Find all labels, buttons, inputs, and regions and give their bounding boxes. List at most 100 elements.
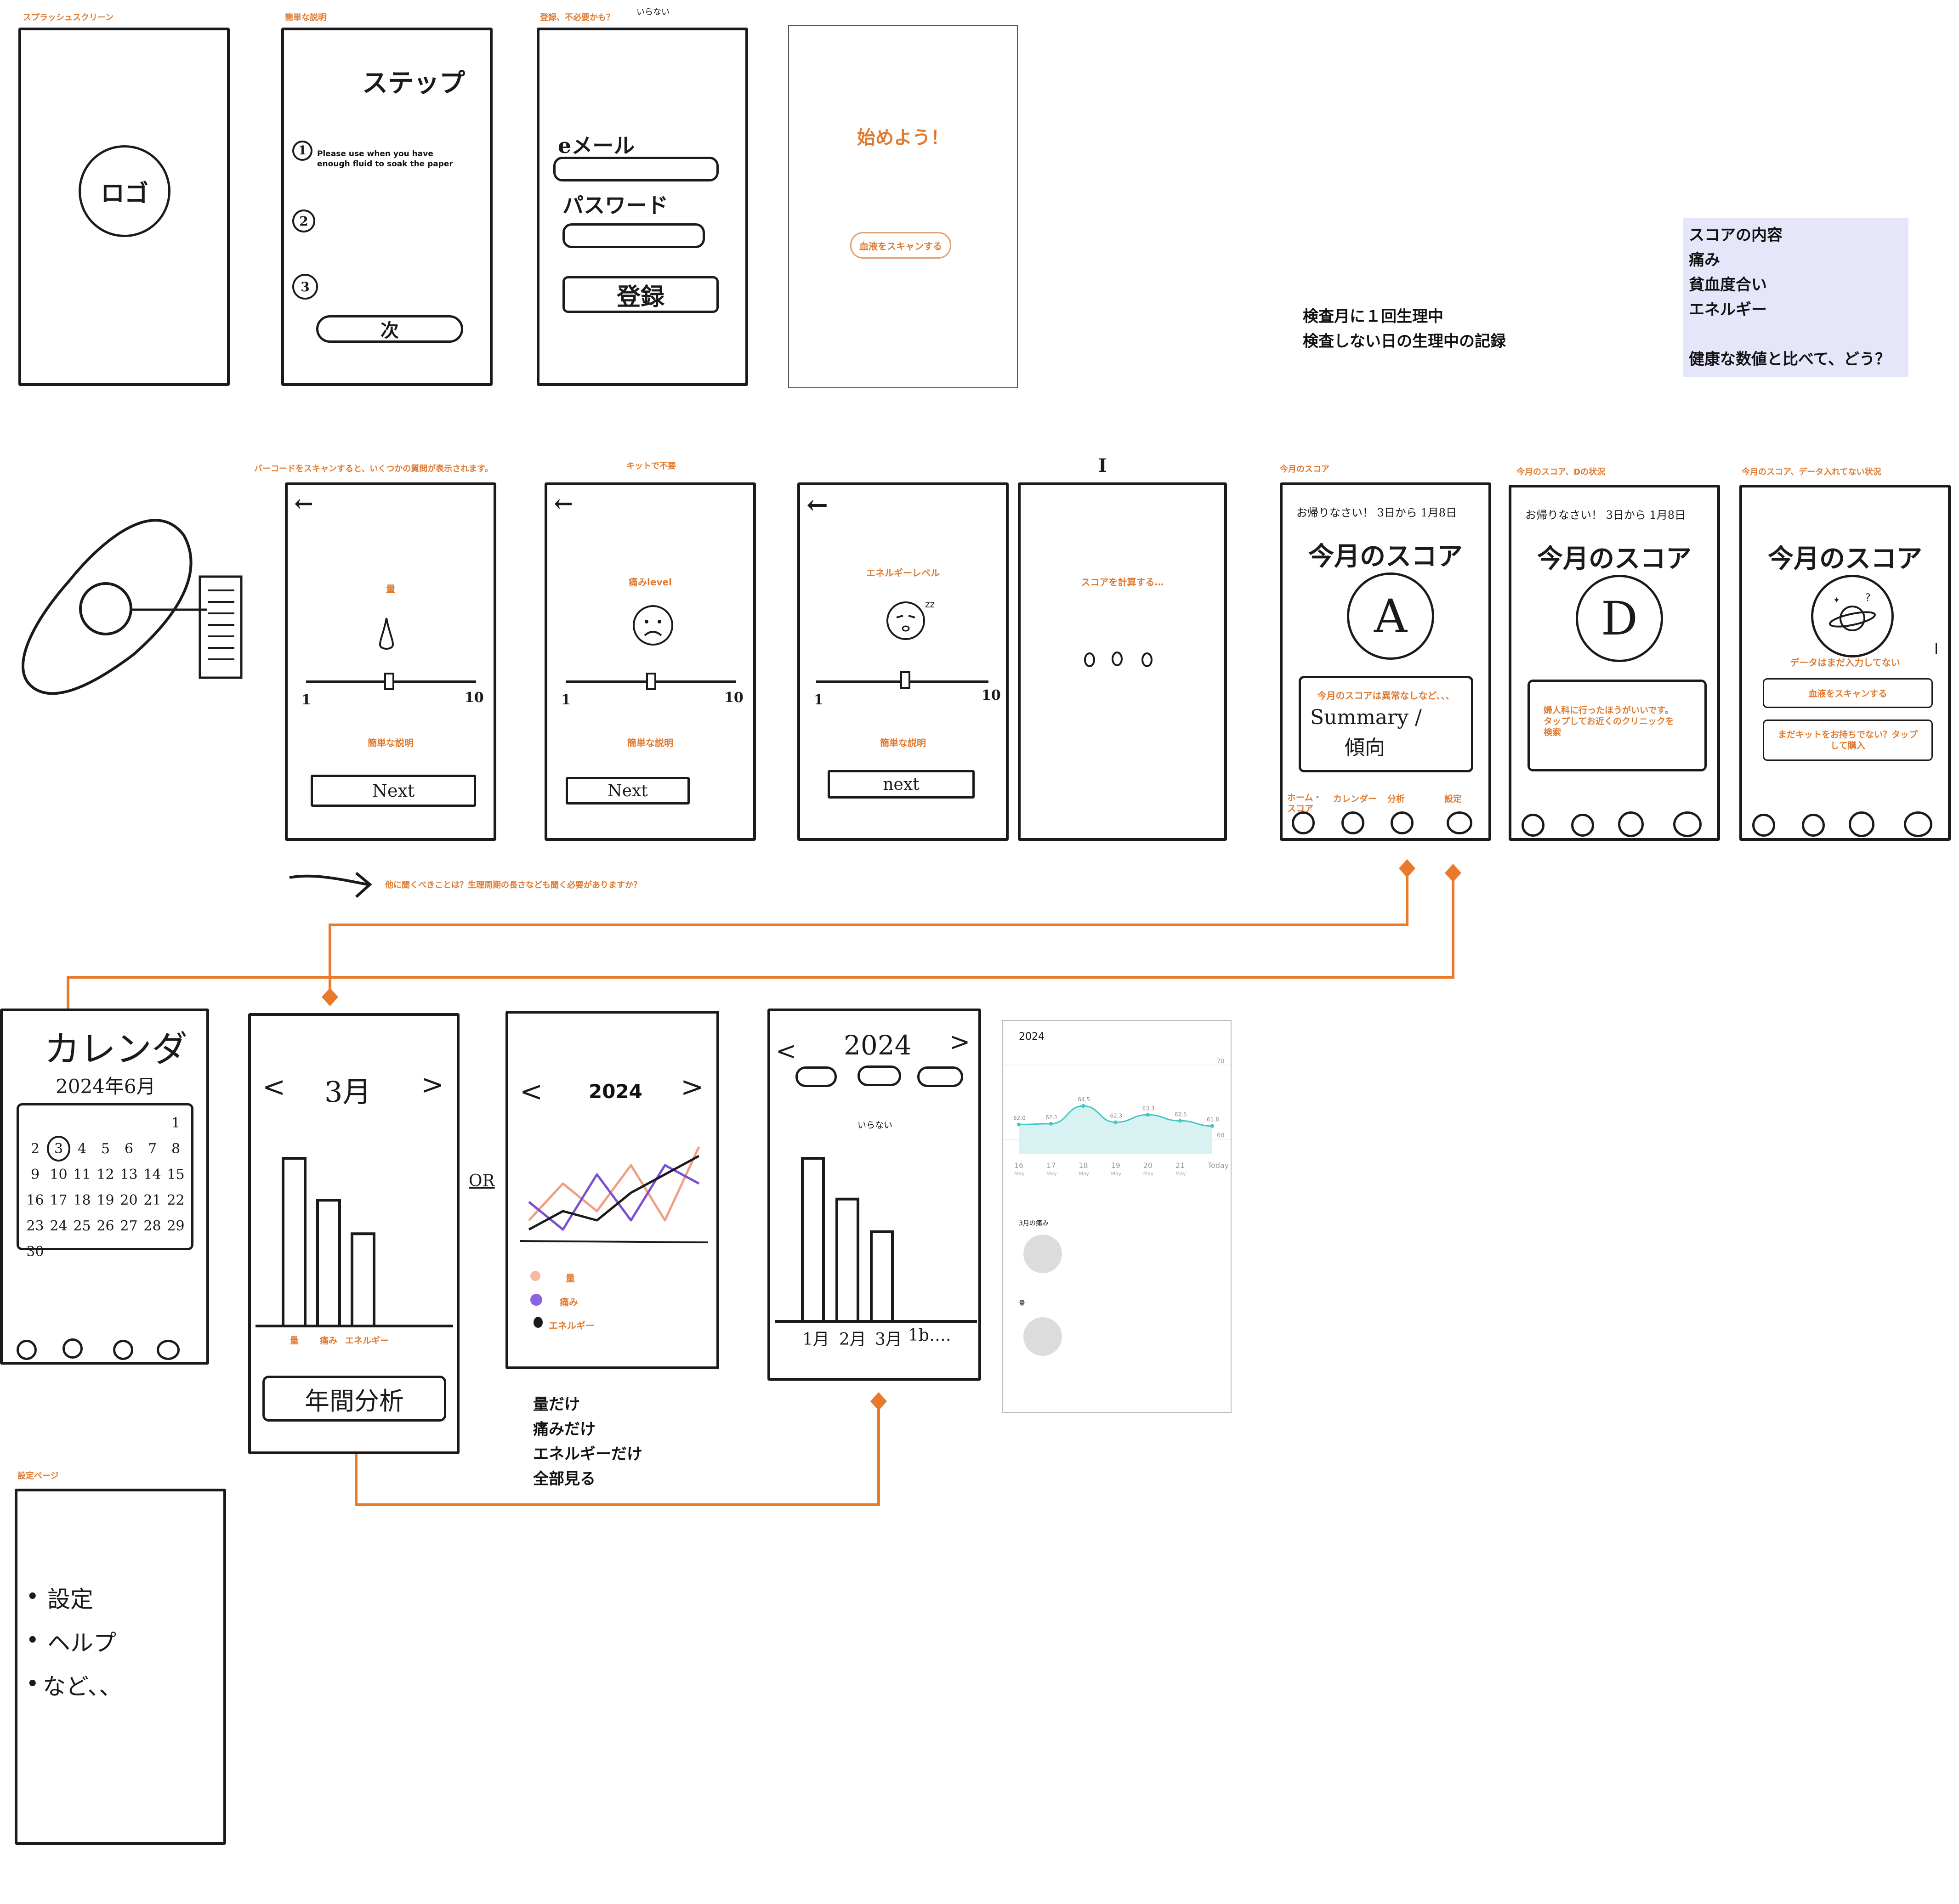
next-button[interactable]: Next <box>566 777 690 805</box>
filter-chip[interactable] <box>917 1066 963 1087</box>
filter-option[interactable]: 痛みだけ <box>533 1420 596 1439</box>
yearly-line-frame: < 2024 > 量 痛み エネルギー <box>505 1011 719 1369</box>
calendar-day[interactable]: 18 <box>73 1192 91 1208</box>
nav-settings-button[interactable] <box>157 1340 180 1360</box>
nav-analysis-button[interactable] <box>1618 811 1644 837</box>
score-empty-circle <box>1811 575 1894 657</box>
question-label: 量 <box>386 584 395 595</box>
calendar-day[interactable]: 7 <box>148 1140 157 1157</box>
test-note-2: 検査しない日の生理中の記録 <box>1303 332 1506 351</box>
back-arrow-icon[interactable]: ← <box>294 490 313 517</box>
calendar-day[interactable]: 26 <box>97 1218 114 1234</box>
filter-option[interactable]: 全部見る <box>533 1470 596 1488</box>
calendar-day[interactable]: 6 <box>124 1140 134 1157</box>
calendar-day[interactable]: 28 <box>143 1218 161 1234</box>
amount-slider-knob[interactable] <box>384 673 394 690</box>
calculating-frame: スコアを計算する… <box>1018 482 1227 841</box>
energy-slider-knob[interactable] <box>900 671 910 689</box>
back-arrow-icon[interactable]: ← <box>806 490 828 520</box>
calendar-day[interactable]: 25 <box>73 1218 91 1234</box>
monthly-score-title: 今月のスコア <box>1308 541 1463 572</box>
calendar-day[interactable]: 22 <box>167 1192 185 1208</box>
calendar-day[interactable]: 1 <box>171 1115 181 1131</box>
next-year-button[interactable]: > <box>949 1027 971 1056</box>
calendar-day[interactable]: 23 <box>26 1218 44 1234</box>
bar <box>835 1197 859 1323</box>
settings-item[interactable]: 設定 <box>47 1586 93 1613</box>
scan-blood-button[interactable]: 血液をスキャンする <box>850 232 951 259</box>
calendar-day[interactable]: 27 <box>120 1218 138 1234</box>
register-button[interactable]: 登録 <box>562 276 719 313</box>
svg-text:?: ? <box>1865 592 1871 604</box>
nav-calendar-button[interactable] <box>1802 814 1825 837</box>
email-field[interactable] <box>553 157 719 181</box>
filter-chip[interactable] <box>857 1065 901 1086</box>
monthly-score-title: 今月のスコア <box>1537 544 1692 574</box>
nav-calendar-button[interactable] <box>1341 811 1364 834</box>
calendar-day[interactable]: 5 <box>101 1140 110 1157</box>
next-month-button[interactable]: > <box>421 1069 444 1101</box>
calendar-day[interactable]: 12 <box>97 1166 114 1183</box>
calendar-day[interactable]: 29 <box>167 1218 185 1234</box>
next-year-button[interactable]: > <box>681 1071 704 1103</box>
calendar-day[interactable]: 24 <box>50 1218 68 1234</box>
calendar-day[interactable]: 8 <box>171 1140 181 1157</box>
nav-analysis-button[interactable] <box>1391 811 1414 834</box>
calendar-day[interactable]: 9 <box>30 1166 40 1183</box>
filter-option[interactable]: 量だけ <box>533 1395 580 1414</box>
calendar-day[interactable]: 16 <box>26 1192 44 1208</box>
step-number-1: 1 <box>292 141 312 161</box>
nav-home-button[interactable] <box>1292 811 1315 834</box>
nav-calendar-button[interactable] <box>62 1338 83 1359</box>
calendar-day[interactable]: 30 <box>26 1243 44 1260</box>
nav-analysis-button[interactable] <box>1849 811 1874 837</box>
password-field[interactable] <box>562 223 705 248</box>
step-number-2: 2 <box>292 210 315 232</box>
calendar-day[interactable]: 21 <box>143 1192 161 1208</box>
start-screen-frame: 始めよう！ 血液をスキャンする <box>788 25 1018 388</box>
data-label: 62.0 <box>1013 1115 1026 1121</box>
calendar-day[interactable]: 14 <box>143 1166 161 1183</box>
question-label: 痛みlevel <box>629 577 672 588</box>
nav-settings-button[interactable] <box>1673 811 1702 837</box>
annual-analysis-button[interactable]: 年間分析 <box>262 1376 446 1422</box>
filter-chip[interactable] <box>795 1066 837 1087</box>
calendar-day[interactable]: 3 <box>47 1136 70 1162</box>
next-button[interactable]: 次 <box>316 315 463 343</box>
slider-min: 1 <box>301 692 311 708</box>
calendar-day[interactable]: 10 <box>50 1166 68 1183</box>
nav-home-button[interactable] <box>17 1340 37 1360</box>
clinic-advice-box[interactable]: 婦人科に行ったほうがいいです。タップしてお近くのクリニックを検索 <box>1527 680 1707 771</box>
calendar-day[interactable]: 4 <box>77 1140 87 1157</box>
next-button[interactable]: Next <box>311 775 476 807</box>
settings-item[interactable]: など、、 <box>43 1673 122 1700</box>
calendar-day[interactable]: 20 <box>120 1192 138 1208</box>
nav-analysis-button[interactable] <box>113 1340 133 1360</box>
back-arrow-icon[interactable]: ← <box>554 490 573 517</box>
register-note: いらない <box>636 7 670 17</box>
calendar-day[interactable]: 19 <box>97 1192 114 1208</box>
settings-item[interactable]: ヘルプ <box>47 1630 116 1656</box>
nav-home-button[interactable] <box>1752 814 1775 837</box>
prev-year-button[interactable]: < <box>776 1037 797 1065</box>
questions-caption: バーコードをスキャンすると、いくつかの質問が表示されます。 <box>254 464 493 474</box>
nav-settings-button[interactable] <box>1904 811 1932 837</box>
pain-slider-knob[interactable] <box>646 673 656 690</box>
month-tick: 1b…. <box>908 1326 951 1345</box>
score-summary-box[interactable]: 今月のスコアは異常なしなど、、、 Summary / 傾向 <box>1299 676 1473 772</box>
calendar-day[interactable]: 13 <box>120 1166 138 1183</box>
scan-blood-button[interactable]: 血液をスキャンする <box>1763 678 1933 708</box>
calendar-day[interactable]: 2 <box>30 1140 40 1157</box>
next-button[interactable]: next <box>828 770 975 799</box>
data-point <box>1049 1122 1053 1126</box>
calendar-day[interactable]: 11 <box>73 1166 91 1183</box>
nav-calendar-button[interactable] <box>1571 814 1594 837</box>
filter-option[interactable]: エネルギーだけ <box>533 1445 642 1463</box>
buy-kit-button[interactable]: まだキットをお持ちでない？タップして購入 <box>1763 720 1933 761</box>
calendar-day[interactable]: 15 <box>167 1166 185 1183</box>
calendar-day[interactable]: 17 <box>50 1192 68 1208</box>
prev-year-button[interactable]: < <box>520 1076 543 1108</box>
prev-month-button[interactable]: < <box>262 1071 286 1103</box>
nav-home-button[interactable] <box>1522 814 1544 837</box>
nav-settings-button[interactable] <box>1447 811 1472 834</box>
